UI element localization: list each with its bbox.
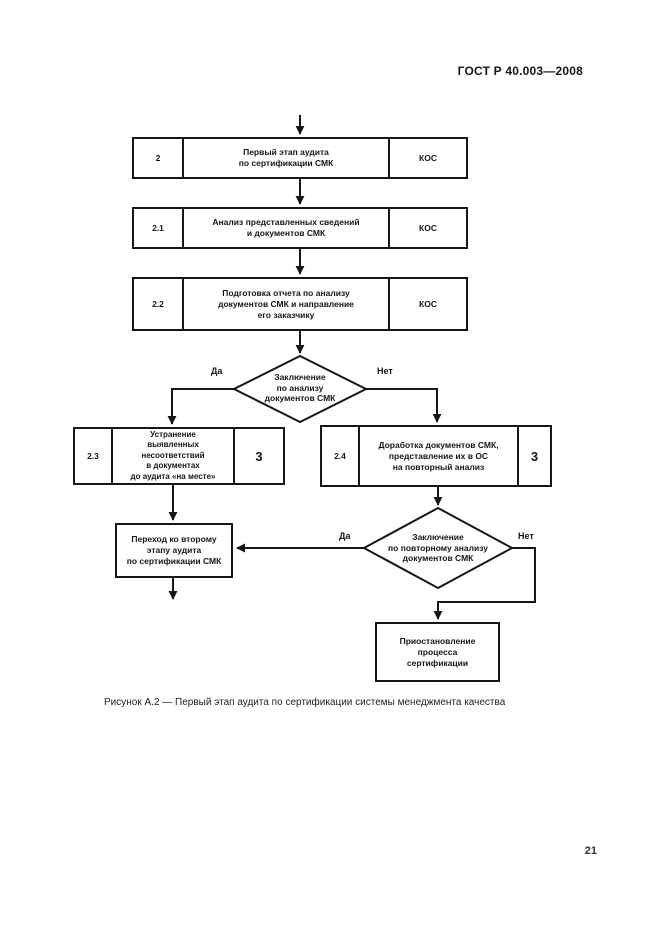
step-label: Доработка документов СМК, представление … [378,439,499,472]
transition-box: Переход ко второму этапу аудита по серти… [115,523,233,578]
connector-decision2-no-to-suspension [433,547,536,620]
executor-label: КОС [388,139,466,177]
decision1-label: Заключение по анализу документов СМК [264,372,336,403]
step-number: 2.2 [134,279,184,329]
decision2-diamond [361,506,515,590]
process-box-2: 2 Первый этап аудита по сертификации СМК… [132,137,468,179]
process-box-2-3: 2.3 Устранение выявленных несоответствий… [73,427,285,485]
step-label: Анализ представленных сведений и докумен… [212,217,360,238]
process-box-2-4: 2.4 Доработка документов СМК, представле… [320,425,552,487]
step-number: 2 [134,139,184,177]
step-label: Устранение выявленных несоответствий в д… [130,429,216,481]
step-label: Первый этап аудита по сертификации СМК [238,147,334,168]
decision1-yes-label: Да [211,366,223,376]
process-box-2-2: 2.2 Подготовка отчета по анализу докумен… [132,277,468,331]
step-label: Подготовка отчета по анализу документов … [218,287,354,320]
step-number: 2.1 [134,209,184,247]
executor-label: КОС [388,209,466,247]
executor-label: 3 [517,427,550,485]
executor-label: КОС [388,279,466,329]
executor-label: 3 [233,429,283,483]
step-number: 2.3 [75,429,113,483]
decision2-label: Заключение по повторному анализу докумен… [388,532,488,563]
page-number: 21 [584,845,597,857]
decision1-no-label: Нет [377,366,393,376]
decision2-no-label: Нет [518,531,534,541]
gost-standard-header: ГОСТ Р 40.003—2008 [457,64,583,78]
process-box-2-1: 2.1 Анализ представленных сведений и док… [132,207,468,249]
connector-decision1-yes-to-23 [167,388,234,425]
figure-caption: Рисунок А.2 — Первый этап аудита по серт… [104,697,506,708]
suspension-box: Приостановление процесса сертификации [375,622,500,682]
step-number: 2.4 [322,427,360,485]
decision2-yes-label: Да [339,531,351,541]
decision1-diamond [231,354,369,424]
connector-decision1-no-to-24 [366,388,442,423]
